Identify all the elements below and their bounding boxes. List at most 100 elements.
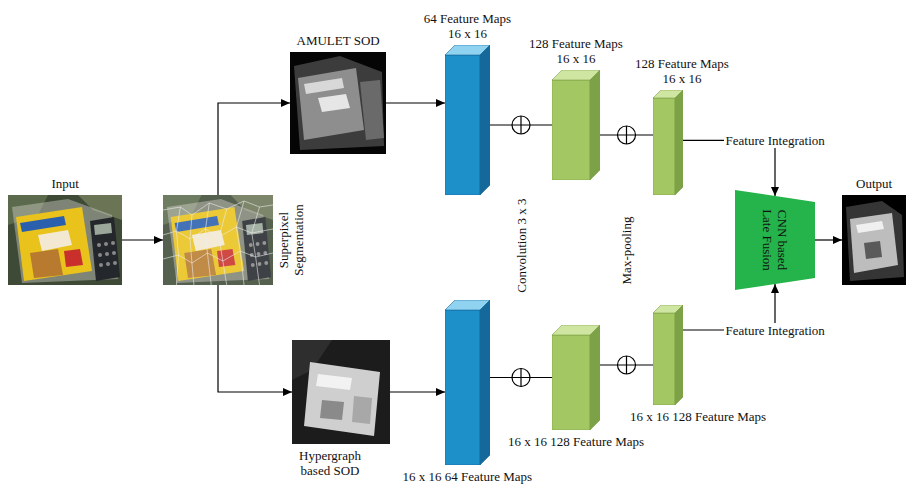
step-label: Convolution 3 x 3 bbox=[514, 198, 529, 292]
sum-symbol bbox=[512, 116, 530, 134]
block-side bbox=[675, 90, 683, 195]
arrowhead bbox=[436, 388, 445, 396]
arrowhead bbox=[771, 187, 779, 196]
node-label: 128 Feature Maps 16 x 16 bbox=[525, 36, 627, 66]
arrowhead bbox=[281, 99, 290, 107]
connector-line bbox=[683, 140, 775, 196]
rotated-label: CNN based Late Fusion bbox=[760, 198, 790, 282]
fusion-node: CNN based Late Fusion bbox=[735, 190, 815, 290]
step-label: Max-pooling bbox=[619, 216, 634, 284]
photo-shape bbox=[163, 201, 273, 285]
sum-symbol bbox=[618, 126, 636, 144]
photo-shape bbox=[864, 241, 882, 259]
block-front bbox=[552, 80, 590, 180]
photo-shape bbox=[856, 221, 884, 233]
node-label: 16 x 16 128 Feature Maps bbox=[630, 409, 766, 424]
amulet-saliency-map bbox=[290, 52, 386, 154]
block-side bbox=[590, 70, 600, 180]
node-label: Hypergraph based SOD bbox=[294, 448, 366, 478]
node-label: 128 Feature Maps 16 x 16 bbox=[631, 56, 733, 86]
node-label: 16 x 16 64 Feature Maps bbox=[403, 469, 533, 484]
connector-line bbox=[218, 285, 292, 392]
photo-shape bbox=[298, 68, 364, 140]
sum-cross bbox=[512, 116, 530, 134]
photo-shape bbox=[846, 201, 904, 281]
photo-shape bbox=[304, 78, 344, 94]
hypergraph-saliency-map bbox=[292, 340, 390, 444]
node-label: Input bbox=[52, 176, 79, 191]
block-front bbox=[653, 313, 675, 405]
feature-map-node: 128 Feature Maps 16 x 16 bbox=[653, 90, 683, 195]
input-photo bbox=[8, 195, 122, 285]
edge-label: Feature Integration bbox=[724, 323, 827, 338]
photo-shape bbox=[318, 94, 350, 112]
image-node: Input bbox=[8, 195, 122, 285]
photo-shape bbox=[320, 400, 344, 420]
photo-shape bbox=[842, 195, 906, 285]
photo-shape bbox=[8, 195, 122, 285]
photo-shape bbox=[290, 52, 386, 154]
connector bbox=[386, 99, 445, 107]
output-saliency-map bbox=[842, 195, 906, 285]
photo-shape bbox=[294, 56, 384, 150]
feature-map-node: 64 Feature Maps 16 x 16 bbox=[445, 45, 490, 195]
superpixel-photo bbox=[163, 195, 273, 285]
connector bbox=[122, 236, 163, 244]
rotated-label: Superpixel Segmentation bbox=[276, 200, 306, 280]
feature-map-block bbox=[552, 325, 600, 430]
photo-shape bbox=[163, 195, 273, 285]
connector bbox=[815, 236, 842, 244]
edge-label: Feature Integration bbox=[724, 133, 827, 148]
connector bbox=[490, 116, 552, 134]
node-label: Output bbox=[856, 176, 892, 191]
block-side bbox=[480, 45, 490, 195]
connector bbox=[218, 99, 290, 195]
connector bbox=[683, 140, 779, 196]
feature-map-node: 16 x 16 64 Feature Maps bbox=[445, 300, 490, 465]
arrowhead bbox=[436, 99, 445, 107]
connector bbox=[390, 388, 445, 396]
sum-cross bbox=[618, 126, 636, 144]
feature-map-node: 128 Feature Maps 16 x 16 bbox=[552, 70, 600, 180]
feature-map-block bbox=[653, 90, 683, 195]
sum-cross bbox=[618, 356, 636, 374]
feature-map-block bbox=[445, 300, 490, 465]
feature-map-node: 16 x 16 128 Feature Maps bbox=[552, 325, 600, 430]
feature-map-block bbox=[552, 70, 600, 180]
block-side bbox=[590, 325, 600, 430]
node-label: AMULET SOD bbox=[297, 33, 380, 48]
connector bbox=[600, 356, 653, 374]
connector bbox=[490, 369, 552, 387]
image-node: Output bbox=[842, 195, 906, 285]
photo-shape bbox=[360, 80, 384, 140]
photo-shape bbox=[304, 362, 380, 436]
photo-shape bbox=[352, 396, 372, 424]
image-node: Superpixel Segmentation bbox=[163, 195, 273, 285]
block-side bbox=[480, 300, 490, 465]
sum-symbol bbox=[618, 356, 636, 374]
node-label: 64 Feature Maps 16 x 16 bbox=[420, 11, 516, 41]
arrowhead bbox=[283, 388, 292, 396]
block-side bbox=[675, 305, 683, 405]
block-front bbox=[445, 55, 480, 195]
feature-map-block bbox=[653, 305, 683, 405]
trapezoid-shape bbox=[735, 190, 815, 290]
node-label: 16 x 16 128 Feature Maps bbox=[508, 434, 644, 449]
arrowhead bbox=[154, 236, 163, 244]
block-front bbox=[552, 335, 590, 430]
connector bbox=[218, 285, 292, 396]
feature-map-node: 16 x 16 128 Feature Maps bbox=[653, 305, 683, 405]
photo-shape bbox=[163, 195, 273, 285]
photo-shape bbox=[292, 340, 390, 444]
sum-symbol bbox=[512, 369, 530, 387]
block-front bbox=[653, 98, 675, 195]
sum-cross bbox=[512, 369, 530, 387]
connector bbox=[600, 126, 653, 144]
block-front bbox=[445, 310, 480, 465]
arrowhead bbox=[833, 236, 842, 244]
photo-shape bbox=[850, 213, 898, 273]
photo-shape bbox=[316, 374, 352, 390]
connector-line bbox=[218, 103, 290, 195]
feature-map-block bbox=[445, 45, 490, 195]
image-node: AMULET SOD bbox=[290, 52, 386, 154]
